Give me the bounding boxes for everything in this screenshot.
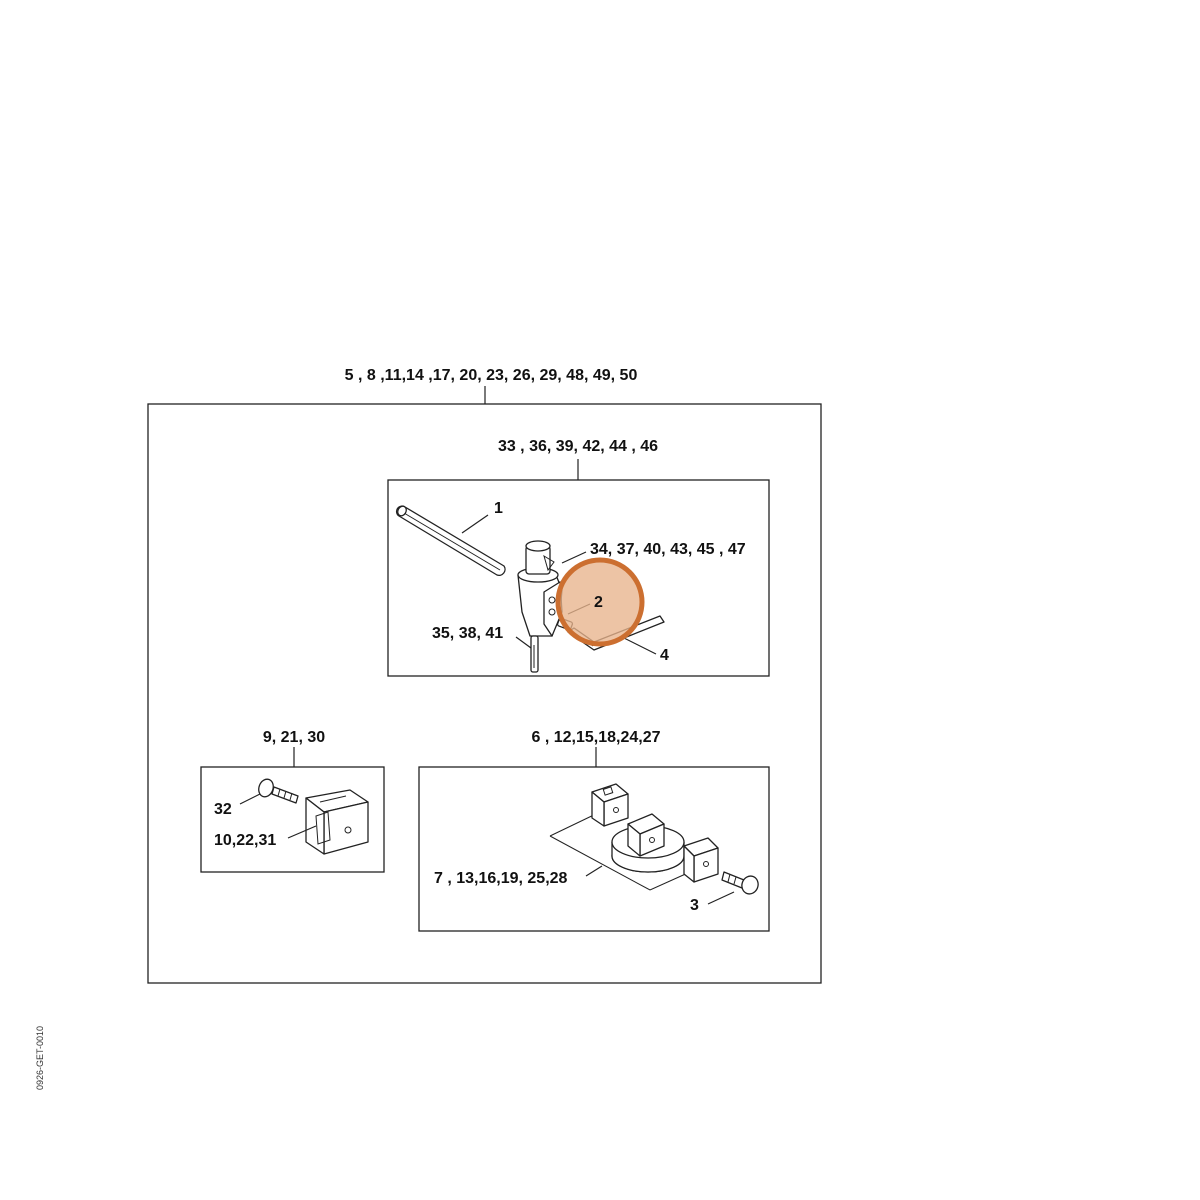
screw-part-3: [721, 871, 759, 895]
callout-part-2[interactable]: 2: [594, 594, 603, 611]
leader-part-4: [623, 637, 657, 655]
outer-group-box: [147, 403, 822, 984]
guide-base-center: [611, 813, 685, 873]
right-group-box: [418, 766, 770, 932]
left-group-box: [200, 766, 385, 873]
clamp-block-part-10: [305, 789, 369, 855]
leader-part-32: [239, 793, 261, 805]
callout-part-1[interactable]: 1: [494, 500, 503, 517]
left-group-label[interactable]: 9, 21, 30: [263, 729, 325, 746]
callout-part-10[interactable]: 10,22,31: [214, 832, 276, 849]
highlight-circle[interactable]: [555, 557, 645, 647]
leader-part-34: [561, 551, 587, 564]
leader-part-7: [585, 865, 603, 877]
pin-part-35: [530, 635, 539, 673]
outer-group-label[interactable]: 5 , 8 ,11,14 ,17, 20, 23, 26, 29, 48, 49…: [345, 367, 638, 384]
guide-block-right: [683, 837, 719, 883]
callout-part-3[interactable]: 3: [690, 897, 699, 914]
callout-part-4[interactable]: 4: [660, 647, 669, 664]
callout-part-32[interactable]: 32: [214, 801, 232, 818]
screw-part-32: [258, 778, 299, 804]
callout-part-35[interactable]: 35, 38, 41: [432, 625, 503, 642]
leader-part-3: [707, 891, 735, 905]
rod-part-1: [395, 505, 506, 576]
callout-part-34[interactable]: 34, 37, 40, 43, 45 , 47: [590, 541, 746, 558]
guide-block-upper: [591, 783, 629, 827]
drawing-code: 0926-GET-0010: [35, 1026, 45, 1090]
callout-part-7[interactable]: 7 , 13,16,19, 25,28: [434, 870, 568, 887]
upper-group-label[interactable]: 33 , 36, 39, 42, 44 , 46: [498, 438, 658, 455]
leader-part-10: [287, 825, 317, 839]
leader-part-1: [461, 514, 489, 534]
leader-part-35: [515, 636, 532, 649]
right-group-label[interactable]: 6 , 12,15,18,24,27: [532, 729, 661, 746]
tool-body-part: [517, 540, 563, 637]
